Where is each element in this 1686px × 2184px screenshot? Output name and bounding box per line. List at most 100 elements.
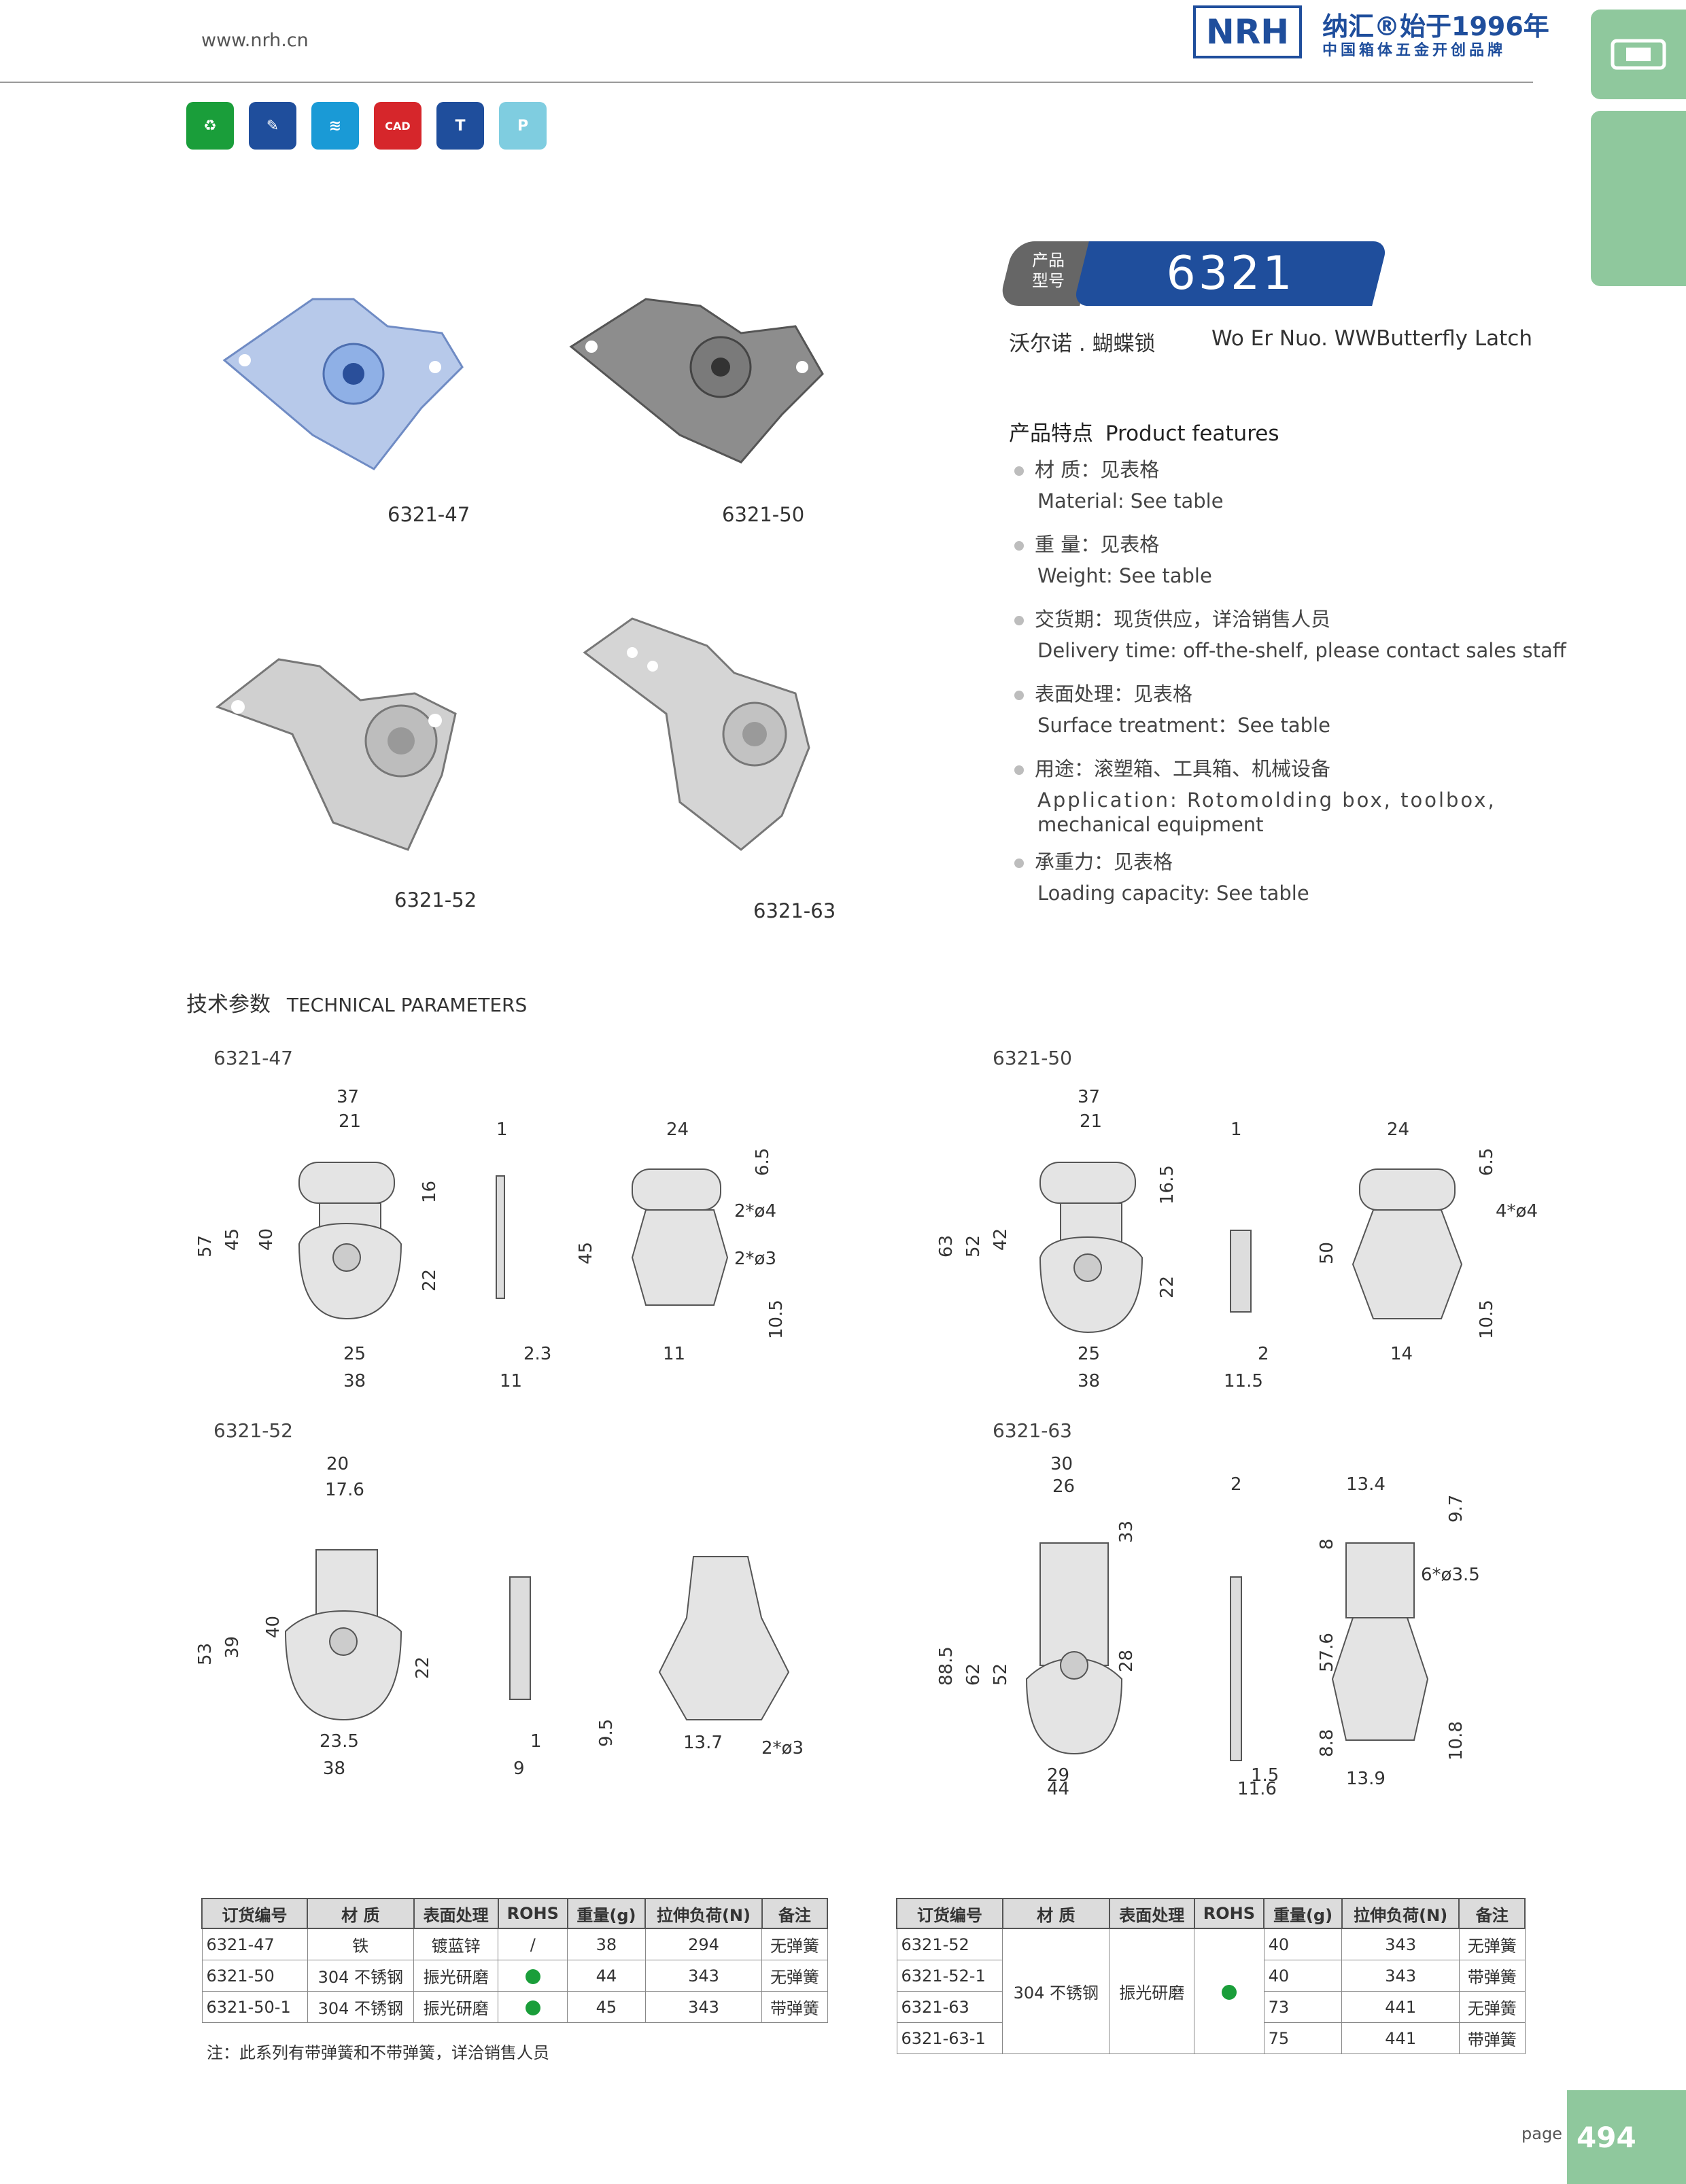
features-title: 产品特点 Product features	[1009, 416, 1279, 447]
table-cell: 带弹簧	[1458, 2022, 1526, 2054]
side-tab-latch[interactable]	[1591, 10, 1686, 99]
feature-cn: 交货期：现货供应，详洽销售人员	[1035, 608, 1331, 631]
feature-cn: 重 量：见表格	[1035, 533, 1160, 556]
table-cell: 304 不锈钢	[1002, 1928, 1110, 2054]
drawing-label: 6321-47	[213, 1047, 293, 1069]
feature-en: mechanical equipment	[1037, 813, 1264, 836]
product-name-cn: 沃尔诺 . 蝴蝶锁	[1009, 332, 1156, 356]
feature-en: Surface treatment：See table	[1037, 714, 1330, 737]
dimension-label: 42	[991, 1228, 1011, 1251]
table-cell: 6321-52-1	[896, 1960, 1003, 1992]
table-cell: 镀蓝锌	[413, 1928, 499, 1960]
logo-tagline: 中国箱体五金开创品牌	[1322, 42, 1507, 59]
dimension-label: 6*ø3.5	[1421, 1565, 1480, 1585]
cad-icon: CAD	[374, 102, 422, 150]
table-cell: 343	[644, 1991, 763, 2023]
table-header: 表面处理	[413, 1898, 499, 1929]
table-header: 材 质	[307, 1898, 415, 1929]
rohs-dot-icon	[525, 1969, 540, 1984]
dimension-label: 22	[413, 1657, 433, 1679]
dimension-label: 8	[1317, 1538, 1337, 1550]
table-header: 重量(g)	[1263, 1898, 1343, 1929]
rohs-dot-icon	[525, 2000, 540, 2015]
product-label: 6321-47	[388, 503, 470, 526]
dimension-label: 1	[496, 1120, 508, 1140]
feature-en: Material: See table	[1037, 489, 1224, 513]
feature-delivery: 交货期：现货供应，详洽销售人员 Delivery time: off-the-s…	[1014, 607, 1566, 663]
dimension-label: 4*ø4	[1496, 1201, 1538, 1221]
table-cell: 6321-63	[896, 1991, 1003, 2023]
feature-cn: 用途：滚塑箱、工具箱、机械设备	[1035, 757, 1331, 780]
dimension-label: 6.5	[753, 1148, 773, 1176]
site-url[interactable]: www.nrh.cn	[201, 30, 309, 51]
dimension-label: 25	[343, 1344, 366, 1364]
dimension-label: 40	[263, 1616, 283, 1638]
feature-material: 材 质：见表格 Material: See table	[1014, 457, 1224, 513]
table-cell: /	[498, 1928, 568, 1960]
side-tab-section[interactable]	[1591, 111, 1686, 286]
dimension-label: 37	[337, 1088, 359, 1107]
dimension-label: 17.6	[325, 1480, 364, 1500]
product-photo-6321-47	[222, 298, 464, 470]
design-icon: ✎	[249, 102, 296, 150]
table-cell: 343	[1341, 1928, 1460, 1960]
table-cell	[1194, 1928, 1264, 2054]
table-header: 拉伸负荷(N)	[1341, 1898, 1460, 1929]
drawing-label: 6321-50	[993, 1047, 1072, 1069]
table-header: 订货编号	[201, 1898, 309, 1929]
table-cell: 45	[567, 1991, 646, 2023]
table-cell: 6321-52	[896, 1928, 1003, 1960]
product-photo-6321-50	[569, 298, 824, 464]
bullet-icon	[1014, 541, 1024, 551]
dimension-label: 1	[530, 1731, 542, 1752]
dimension-label: 2	[1231, 1474, 1242, 1495]
dimension-label: 29	[1047, 1765, 1069, 1786]
dimension-label: 39	[222, 1636, 243, 1659]
header-divider	[0, 82, 1533, 83]
table-header: ROHS	[1193, 1898, 1265, 1929]
dimension-label: 8.8	[1317, 1729, 1337, 1757]
spring-icon: ≋	[311, 102, 359, 150]
feature-application: 用途：滚塑箱、工具箱、机械设备 Application: Rotomolding…	[1014, 757, 1496, 837]
dimension-label: 28	[1116, 1650, 1137, 1672]
table-header: ROHS	[497, 1898, 568, 1929]
dimension-label: 53	[197, 1643, 216, 1665]
p-icon: P	[499, 102, 547, 150]
table-cell: 40	[1263, 1928, 1343, 1960]
dimension-label: 62	[963, 1663, 984, 1686]
feature-en: Delivery time: off-the-shelf, please con…	[1037, 639, 1566, 662]
table-cell: 无弹簧	[1458, 1928, 1526, 1960]
dimension-label: 24	[666, 1120, 689, 1140]
dimension-label: 20	[326, 1455, 349, 1474]
page-number: 494	[1567, 2090, 1686, 2184]
dimension-label: 14	[1390, 1344, 1413, 1364]
dimension-label: 52	[963, 1235, 984, 1258]
table-cell: 304 不锈钢	[307, 1991, 415, 2023]
table-cell: 振光研磨	[413, 1960, 499, 1992]
table-cell: 6321-63-1	[896, 2022, 1003, 2054]
dimension-label: 1	[1231, 1120, 1242, 1140]
rohs-dot-icon	[1221, 1984, 1237, 2000]
dimension-label: 21	[339, 1111, 361, 1132]
dimension-label: 40	[256, 1228, 277, 1251]
table-cell: 44	[567, 1960, 646, 1992]
page-label: page	[1521, 2124, 1562, 2143]
dimension-label: 13.4	[1346, 1474, 1386, 1495]
table-cell: 441	[1341, 1991, 1460, 2023]
dimension-label: 16.5	[1157, 1165, 1177, 1204]
dimension-label: 2.3	[523, 1344, 551, 1364]
table-cell: 441	[1341, 2022, 1460, 2054]
dimension-label: 57	[197, 1235, 216, 1258]
features-title-en: Product features	[1105, 421, 1279, 446]
dimension-label: 45	[222, 1228, 243, 1251]
dimension-label: 22	[419, 1269, 440, 1292]
